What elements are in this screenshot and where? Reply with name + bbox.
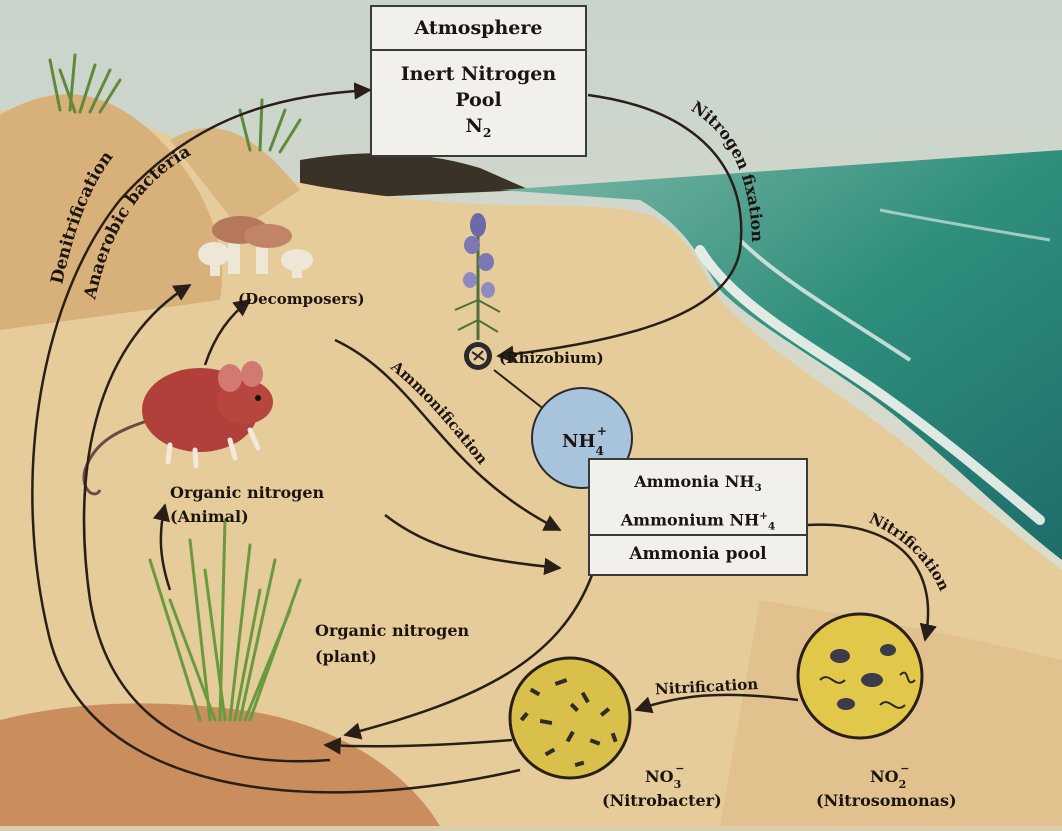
label-decomposers: (Decomposers) (238, 290, 365, 308)
pool-line-1: Inert Nitrogen (372, 61, 585, 87)
pool-line-2: Pool (372, 87, 585, 113)
nitrobacter-disc (510, 658, 630, 778)
atmosphere-header: Atmosphere (372, 7, 585, 51)
label-animal: (Animal) (170, 507, 249, 526)
label-organic-nitrogen-plant: Organic nitrogen (315, 621, 470, 640)
nitrosomonas-disc (798, 614, 922, 738)
label-nitrobacter: (Nitrobacter) (602, 791, 722, 810)
nitrogen-pool-cell: Inert Nitrogen Pool N2 (372, 51, 585, 146)
ammonia-pool-box: Ammonia NH3 Ammonium NH+4 Ammonia pool (588, 458, 808, 576)
n2-formula: N2 (372, 113, 585, 146)
label-nitrosomonas: (Nitrosomonas) (816, 791, 957, 810)
label-rhizobium: (Rhizobium) (499, 349, 604, 367)
ammonia-species-cell: Ammonia NH3 Ammonium NH+4 (590, 460, 806, 536)
atmosphere-box: Atmosphere Inert Nitrogen Pool N2 (370, 5, 587, 157)
ammonium-line: Ammonium NH+4 (590, 502, 806, 541)
ammonia-pool-label: Ammonia pool (590, 536, 806, 574)
ammonia-line: Ammonia NH3 (590, 468, 806, 502)
label-organic-nitrogen-animal: Organic nitrogen (170, 483, 325, 502)
label-plant: (plant) (315, 647, 377, 666)
